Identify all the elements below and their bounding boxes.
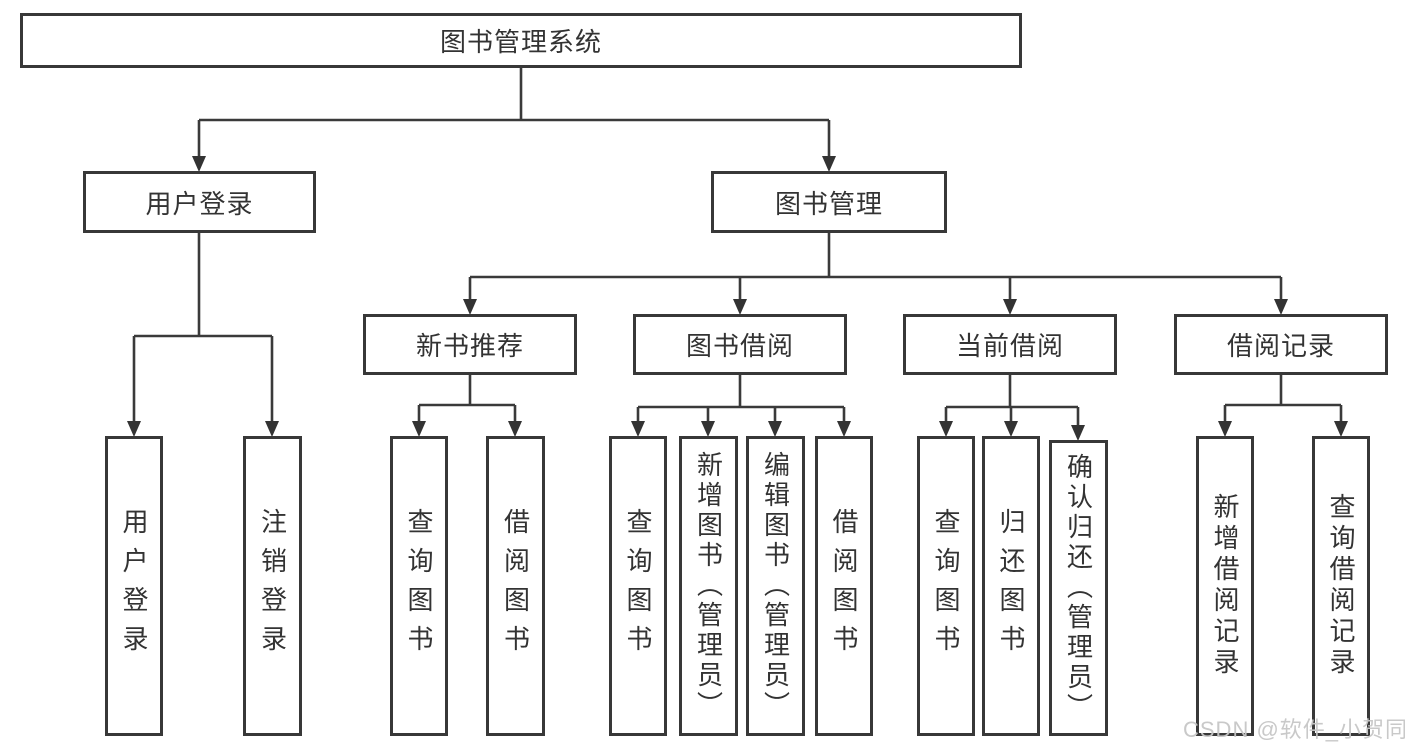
leaf-label: 注销登录 (257, 508, 288, 664)
node-leaf-logout: 注销登录 (243, 436, 302, 736)
leaf-label: 查询借阅记录 (1326, 493, 1356, 679)
leaf-label: 归还图书 (996, 508, 1026, 664)
leaf-label: 查询图书 (404, 508, 434, 664)
csdn-watermark: CSDN @软件_小贺同学 (1183, 717, 1405, 742)
node-leaf-borrow-books-1: 借阅图书 (486, 436, 545, 736)
leaf-label: 借阅图书 (500, 508, 531, 664)
node-new-book-recommend: 新书推荐 (363, 314, 577, 375)
node-leaf-confirm-return-admin: 确认归还（管理员） (1049, 440, 1108, 736)
node-leaf-add-books-admin: 新增图书（管理员） (679, 436, 738, 736)
node-leaf-edit-books-admin: 编辑图书（管理员） (746, 436, 805, 736)
node-current-borrow: 当前借阅 (903, 314, 1117, 375)
leaf-label: 确认归还（管理员） (1063, 453, 1094, 723)
node-leaf-user-login: 用户登录 (105, 436, 163, 736)
node-book-management: 图书管理 (711, 171, 947, 233)
node-leaf-borrow-books-2: 借阅图书 (815, 436, 873, 736)
leaf-label: 新增图书（管理员） (693, 451, 724, 721)
node-user-login: 用户登录 (83, 171, 316, 233)
node-leaf-query-books-3: 查询图书 (917, 436, 975, 736)
node-root-system: 图书管理系统 (20, 13, 1022, 68)
leaf-label: 编辑图书（管理员） (760, 451, 791, 721)
leaf-label: 查询图书 (623, 508, 653, 664)
node-borrow-records: 借阅记录 (1174, 314, 1388, 375)
arrowheads (127, 156, 1348, 441)
leaf-label: 借阅图书 (829, 508, 859, 664)
node-leaf-add-borrow-record: 新增借阅记录 (1196, 436, 1254, 736)
node-leaf-query-books-2: 查询图书 (609, 436, 667, 736)
leaf-label: 查询图书 (931, 508, 961, 664)
node-book-borrow: 图书借阅 (633, 314, 847, 375)
leaf-label: 新增借阅记录 (1210, 493, 1240, 679)
node-leaf-query-borrow-record: 查询借阅记录 (1312, 436, 1370, 736)
leaf-label: 用户登录 (119, 508, 149, 664)
node-leaf-return-books: 归还图书 (982, 436, 1040, 736)
node-leaf-query-books-1: 查询图书 (390, 436, 448, 736)
